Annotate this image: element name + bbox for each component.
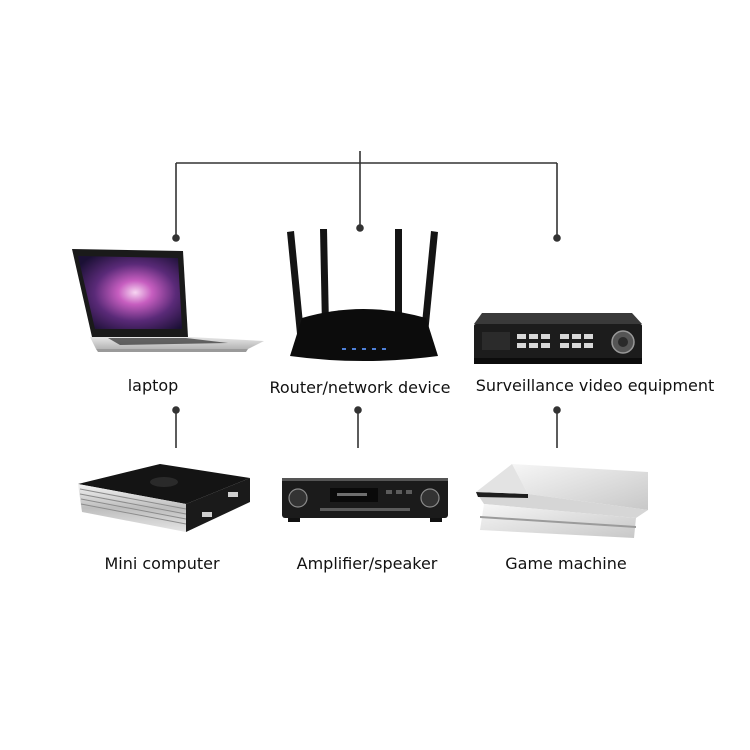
- dvr-label: Surveillance video equipment: [475, 376, 715, 395]
- mini-pc-dot: [172, 406, 180, 414]
- amplifier-label: Amplifier/speaker: [296, 554, 438, 573]
- laptop-icon: [72, 249, 264, 352]
- game-dot: [553, 406, 561, 414]
- router-dot: [356, 224, 364, 232]
- dvr-icon: [474, 313, 642, 364]
- amplifier-icon: [282, 478, 448, 522]
- amplifier-dot: [354, 406, 362, 414]
- laptop-dot: [172, 234, 180, 242]
- mini-pc-label: Mini computer: [104, 554, 220, 573]
- router-label: Router/network device: [269, 378, 451, 397]
- router-icon: [287, 229, 438, 361]
- dvr-dot: [553, 234, 561, 242]
- game-label: Game machine: [505, 554, 627, 573]
- laptop-label: laptop: [127, 376, 179, 395]
- game-console-icon: [476, 464, 648, 538]
- mini-pc-icon: [78, 464, 250, 532]
